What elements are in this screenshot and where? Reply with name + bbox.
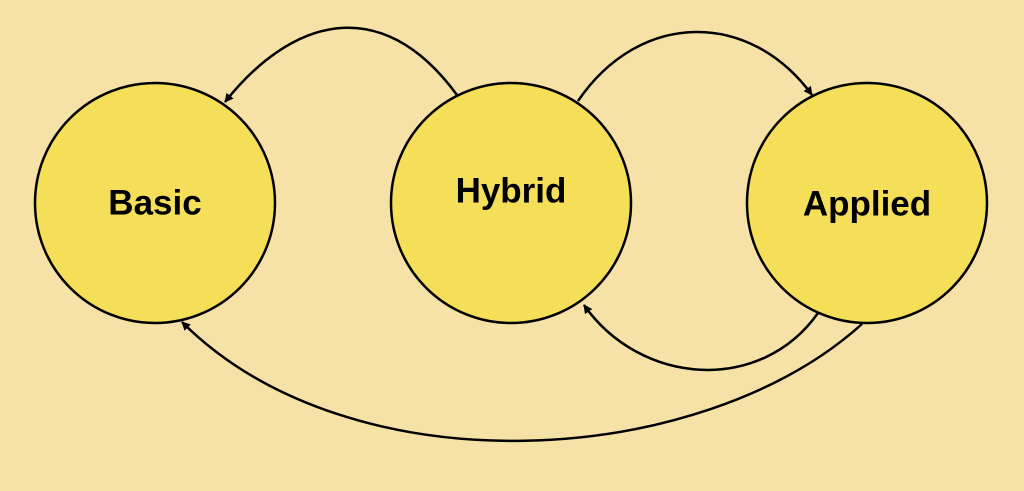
edge-hybrid-to-applied: [576, 30, 814, 102]
edge-applied-to-hybrid: [582, 304, 820, 371]
node-basic: Basic: [33, 81, 277, 325]
edge-applied-to-basic: [181, 321, 863, 443]
node-applied-circle: [745, 81, 989, 325]
node-hybrid: Hybrid: [389, 81, 633, 325]
node-hybrid-circle: [389, 81, 633, 325]
node-applied: Applied: [745, 81, 989, 325]
node-basic-label: Basic: [108, 183, 201, 222]
node-basic-circle: [33, 81, 277, 325]
node-hybrid-label: Hybrid: [456, 171, 567, 210]
edge-hybrid-to-basic: [224, 26, 459, 103]
node-applied-label: Applied: [803, 184, 931, 223]
